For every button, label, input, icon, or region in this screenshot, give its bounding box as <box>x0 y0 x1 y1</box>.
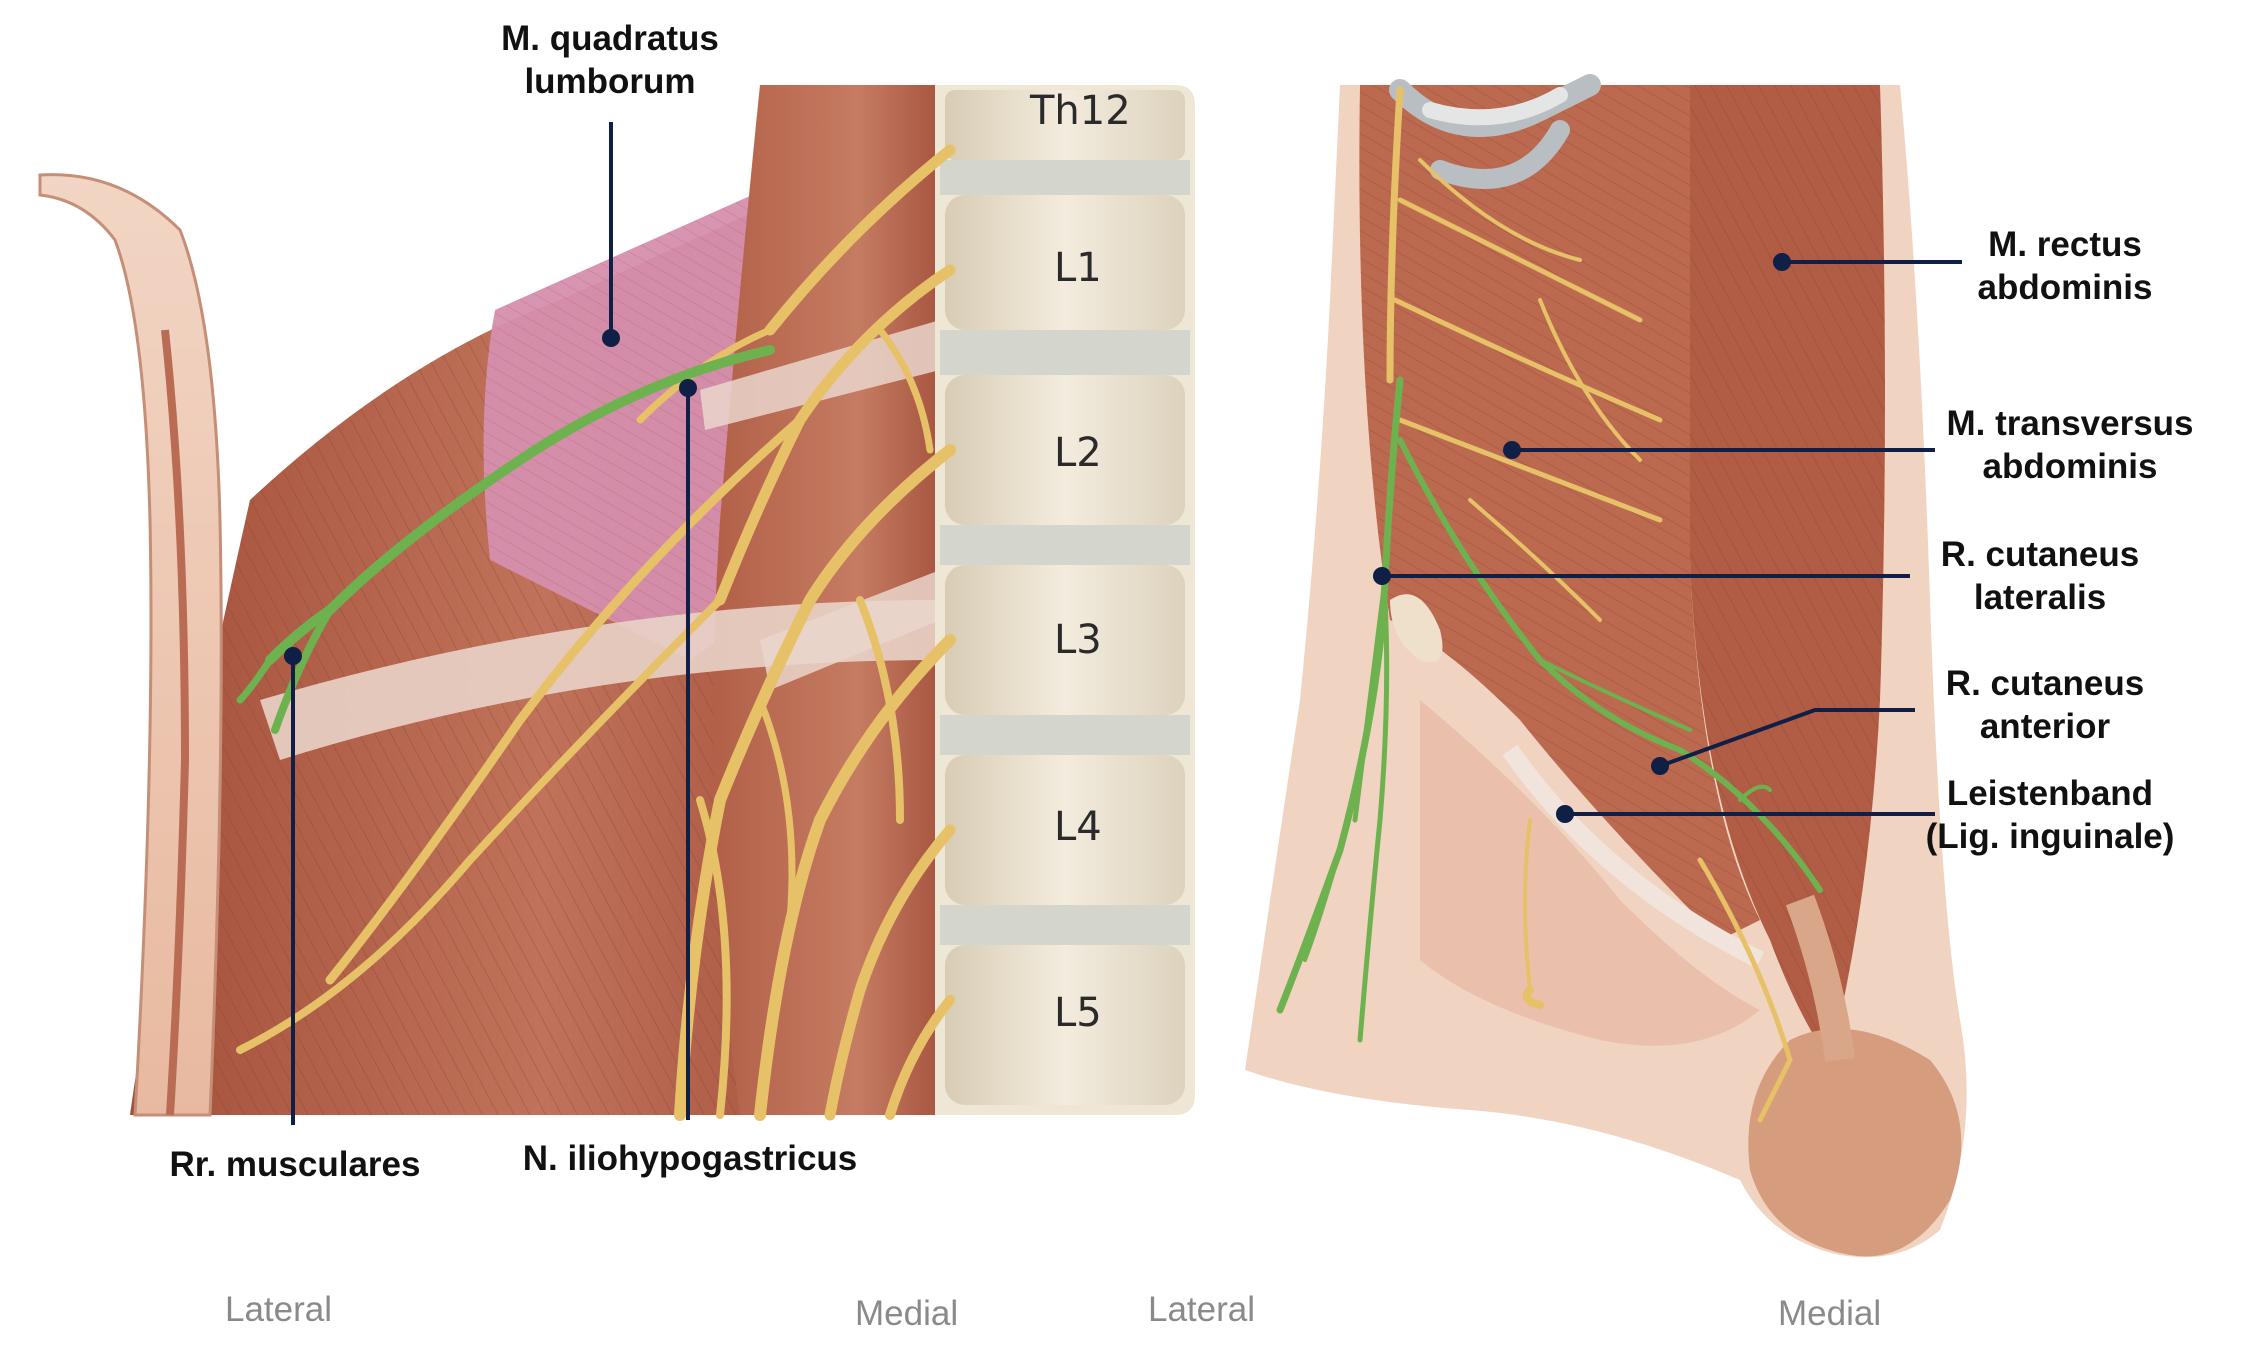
label-line: anterior <box>1979 707 2111 746</box>
label-line: M. rectus <box>1988 225 2142 264</box>
rib-cartilages <box>1389 74 1601 189</box>
vertebra-label-th12: Th12 <box>1030 88 1131 134</box>
scrotum <box>1748 1028 1962 1257</box>
orientation-medial-right: Medial <box>1778 1294 1882 1333</box>
leader-cut-anterior <box>1659 708 1915 768</box>
marker-leistenband <box>1556 805 1574 823</box>
marker-quadratus <box>602 329 620 347</box>
vertebra-label-l1: L1 <box>1054 245 1102 291</box>
ligament-band <box>760 570 940 690</box>
label-rr-musculares: Rr. musculares <box>169 1145 421 1184</box>
label-quadratus-lumborum: M. quadratus lumborum <box>440 17 780 103</box>
vertebra-label-l5: L5 <box>1054 990 1102 1036</box>
label-r-cutaneus-lateralis: R. cutaneus lateralis <box>1900 533 2180 619</box>
label-line: R. cutaneus <box>1945 664 2145 703</box>
label-transversus-abdominis: M. transversus abdominis <box>1920 402 2220 488</box>
iliac-spine <box>1390 594 1443 662</box>
orientation-medial-left: Medial <box>855 1294 959 1333</box>
label-line: (Lig. inguinale) <box>1925 817 2175 856</box>
label-line: Leistenband <box>1946 774 2154 813</box>
vertebra-label-l3: L3 <box>1054 617 1102 663</box>
label-rectus-abdominis: M. rectus abdominis <box>1930 223 2200 309</box>
marker-transversus <box>1503 441 1521 459</box>
marker-rectus <box>1773 253 1791 271</box>
vertebra-label-l4: L4 <box>1054 804 1102 850</box>
rectus-fibers <box>1690 85 1885 1060</box>
groin-shadow <box>1420 700 1760 1046</box>
label-line: abdominis <box>1977 268 2153 307</box>
orientation-lateral-left: Lateral <box>225 1290 333 1329</box>
label-leistenband: Leistenband (Lig. inguinale) <box>1895 772 2205 858</box>
label-line: R. cutaneus <box>1940 535 2140 574</box>
inguinal-ligament <box>1502 744 1765 969</box>
spermatic-cord <box>1785 894 1855 1062</box>
vertebral-column <box>935 85 1195 1115</box>
label-line: M. quadratus <box>501 19 719 58</box>
lumbar-plexus-nerves <box>236 144 956 1121</box>
label-n-iliohypogastricus: N. iliohypogastricus <box>522 1139 858 1178</box>
label-line: abdominis <box>1982 447 2158 486</box>
marker-cut-lateralis <box>1373 567 1391 585</box>
label-line: M. transversus <box>1946 404 2194 443</box>
iliohypogastric-nerve-highlight <box>236 345 775 734</box>
label-line: lumborum <box>524 62 696 101</box>
marker-musculares <box>284 647 302 665</box>
abdominal-wall-nerves <box>1386 86 1793 1123</box>
label-line: lateralis <box>1973 578 2107 617</box>
orientation-lateral-right: Lateral <box>1148 1290 1256 1329</box>
iliohypogastric-cutaneous-branches <box>1276 376 1823 1043</box>
vertebra-label-l2: L2 <box>1054 430 1102 476</box>
transversus-fibers <box>1359 85 1760 940</box>
lateral-wall-inner <box>161 329 190 1116</box>
label-r-cutaneus-anterior: R. cutaneus anterior <box>1905 662 2185 748</box>
ligament-band <box>700 320 940 430</box>
marker-iliohypogastricus <box>679 379 697 397</box>
marker-cut-anterior <box>1651 757 1669 775</box>
